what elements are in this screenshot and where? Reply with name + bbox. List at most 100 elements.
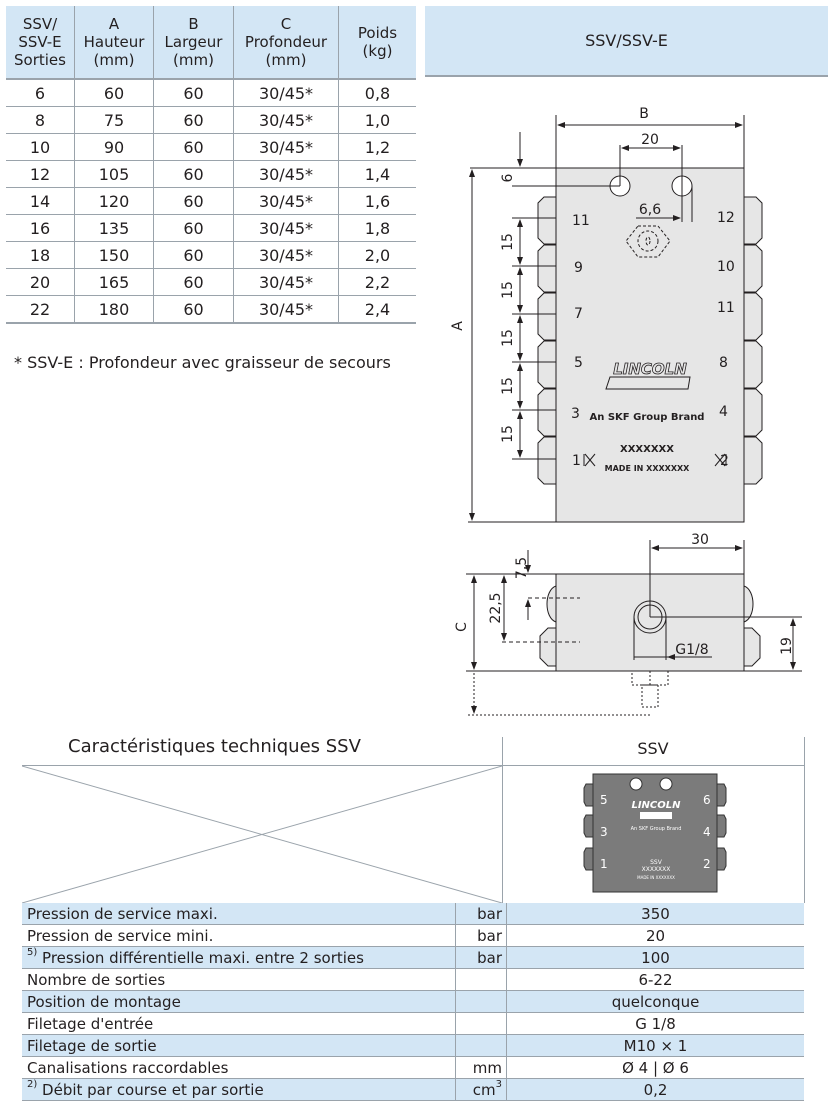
specs-header-rule <box>22 765 804 766</box>
spec-label-cell: Filetage d'entrée <box>22 1012 456 1035</box>
header-line: (mm) <box>173 51 214 69</box>
spec-unit-cell <box>455 968 507 991</box>
spec-value: G 1/8 <box>506 1012 804 1035</box>
header-line: (mm) <box>93 51 135 69</box>
spec-label: Pression de service maxi. <box>27 904 218 923</box>
made-in-label: MADE IN XXXXXXX <box>605 464 691 473</box>
specs-divider <box>502 737 503 903</box>
outlet-label-right: 2 <box>720 453 729 469</box>
spec-label-cell: Filetage de sortie <box>22 1034 456 1057</box>
spec-unit-cell: cm3 <box>455 1078 507 1101</box>
cell-weight: 2,4 <box>338 295 416 324</box>
outlet-label-left: 1 <box>572 453 581 469</box>
spec-unit: bar <box>477 948 502 967</box>
header-line: B <box>188 15 199 33</box>
spec-label-cell: 2) Débit par course et par sortie <box>22 1078 456 1101</box>
spec-footnote-ref: 2) <box>27 1078 38 1090</box>
spec-label-cell: Canalisations raccordables <box>22 1056 456 1079</box>
cell-width: 60 <box>153 214 234 242</box>
spec-value: Ø 4 | Ø 6 <box>506 1056 804 1079</box>
spec-value: 20 <box>506 924 804 947</box>
header-line: Profondeur <box>244 33 328 51</box>
cell-width: 60 <box>153 160 234 188</box>
dim-label-b: B <box>639 106 649 122</box>
product-outlet-label: 5 <box>600 793 608 807</box>
dimensions-table: SSV/ SSV-E Sorties A Hauteur (mm) B Larg… <box>6 6 416 324</box>
dim-label-22-5: 22,5 <box>488 592 504 623</box>
spec-unit-cell <box>455 990 507 1013</box>
spec-unit-cell: bar <box>455 903 507 925</box>
header-line: Sorties <box>14 51 66 69</box>
cell-width: 60 <box>153 187 234 215</box>
product-outlet-label: 4 <box>703 825 711 839</box>
cell-depth: 30/45* <box>233 106 339 134</box>
spec-label: Nombre de sorties <box>27 970 166 989</box>
side-view <box>466 540 802 716</box>
spec-unit-cell <box>455 1034 507 1057</box>
outlet-label-right: 10 <box>717 259 735 275</box>
specs-column-title: SSV <box>637 739 669 758</box>
col-header-depth: C Profondeur (mm) <box>233 6 339 80</box>
cell-weight: 1,8 <box>338 214 416 242</box>
outlet-label-right: 8 <box>719 355 728 371</box>
cell-weight: 1,0 <box>338 106 416 134</box>
cell-weight: 1,6 <box>338 187 416 215</box>
dim-label-15: 15 <box>500 377 516 395</box>
outlet-label-right: 12 <box>717 210 735 226</box>
front-view <box>468 115 763 523</box>
dim-label-g1-8: G1/8 <box>675 642 708 658</box>
cell-height: 180 <box>74 295 154 324</box>
brand-plate <box>605 376 691 390</box>
product-outlet-label: 2 <box>703 857 711 871</box>
hex-fitting-icon <box>625 225 671 258</box>
cell-weight: 1,2 <box>338 133 416 161</box>
dim-label-a: A <box>450 321 466 331</box>
spec-label-cell: Position de montage <box>22 990 456 1013</box>
outlet-label-left: 9 <box>574 260 583 276</box>
spec-row: 5) Pression différentielle maxi. entre 2… <box>22 946 804 969</box>
header-line: (mm) <box>265 51 307 69</box>
header-line: Largeur <box>164 33 223 51</box>
cell-weight: 1,4 <box>338 160 416 188</box>
cell-width: 60 <box>153 268 234 296</box>
product-made-in: MADE IN XXXXXXX <box>637 875 675 880</box>
outlet-label-left: 11 <box>572 213 590 229</box>
cell-width: 60 <box>153 133 234 161</box>
spec-unit-cell <box>455 1012 507 1035</box>
dim-label-6: 6 <box>500 173 516 182</box>
dim-label-c: C <box>454 622 470 632</box>
col-header-width: B Largeur (mm) <box>153 6 234 80</box>
spec-unit: cm <box>472 1080 496 1099</box>
cell-height: 75 <box>74 106 154 134</box>
right-outlet-fittings <box>743 196 763 485</box>
spec-label: Débit par course et par sortie <box>42 1080 264 1099</box>
spec-label: Pression de service mini. <box>27 926 214 945</box>
cell-outlets: 18 <box>6 241 75 269</box>
product-serial: XXXXXXX <box>642 866 671 873</box>
header-line: Hauteur <box>83 33 145 51</box>
header-line: SSV-E <box>18 33 62 51</box>
cell-outlets: 12 <box>6 160 75 188</box>
col-header-outlets: SSV/ SSV-E Sorties <box>6 6 75 80</box>
spec-unit-cell: mm <box>455 1056 507 1079</box>
specs-border-right <box>804 737 805 903</box>
product-outlet-label: 6 <box>703 793 711 807</box>
header-line: Poids <box>357 24 398 42</box>
spec-unit-exponent: 3 <box>495 1078 502 1090</box>
spec-value: 0,2 <box>506 1078 804 1101</box>
dim-label-15: 15 <box>500 329 516 347</box>
spec-row: Filetage d'entrée G 1/8 <box>22 1012 804 1035</box>
empty-cell-cross <box>22 766 502 903</box>
cell-height: 150 <box>74 241 154 269</box>
